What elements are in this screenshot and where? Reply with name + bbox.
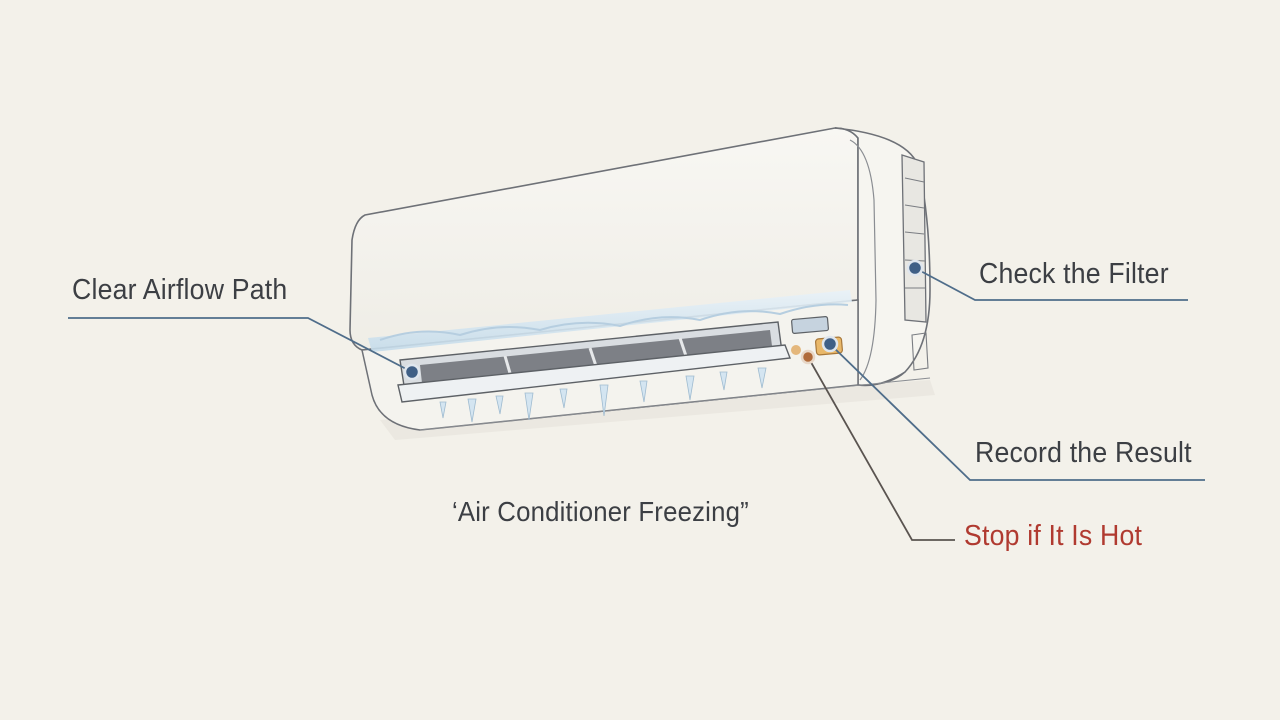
display-panel: [791, 316, 829, 334]
marker-record: [821, 335, 839, 353]
callout-clear-airflow: Clear Airflow Path: [72, 274, 288, 306]
wall-shadow: [380, 380, 935, 440]
leader-lines: [68, 267, 1205, 541]
ice-icicles: [439, 367, 767, 423]
callout-stop-if-hot: Stop if It Is Hot: [964, 520, 1143, 552]
diagram-caption: ‘Air Conditioner Freezing”: [452, 496, 749, 527]
air-outlet-louver: [397, 321, 791, 403]
marker-airflow: [403, 363, 421, 381]
callout-record-result: Record the Result: [975, 437, 1192, 469]
leader-record: [829, 343, 1205, 481]
side-filter-vent: [901, 154, 929, 371]
leader-airflow: [68, 317, 413, 373]
ac-indoor-unit: [349, 127, 931, 431]
indicator-light: [791, 345, 801, 355]
callout-check-filter: Check the Filter: [979, 258, 1169, 290]
marker-stop: [800, 349, 816, 365]
leader-filter: [914, 267, 1188, 301]
leader-stop: [807, 356, 955, 541]
frost-band: [368, 290, 852, 352]
marker-filter: [906, 259, 924, 277]
